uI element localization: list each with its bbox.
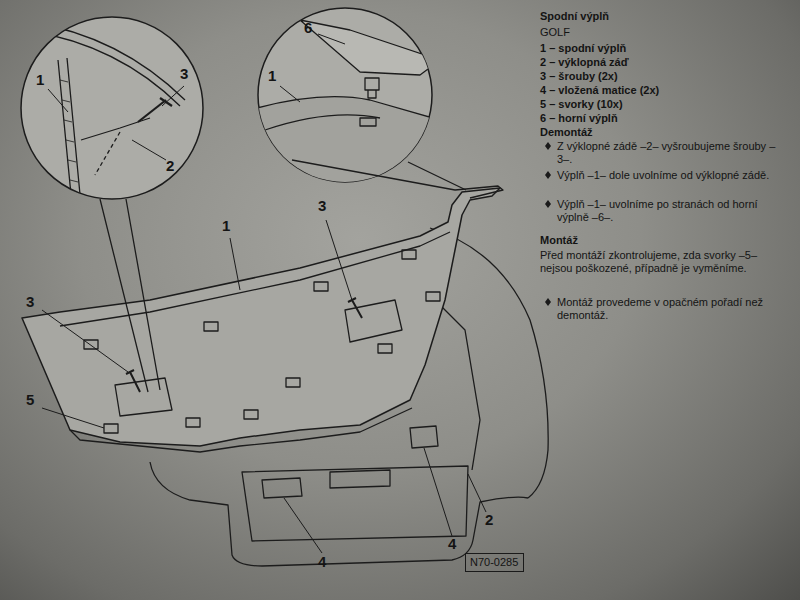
parts-list-item: 4 – vložená matice (2x)	[540, 84, 659, 97]
tailgate-outline	[435, 300, 480, 470]
plate-recess	[242, 466, 468, 541]
model-name: GOLF	[540, 26, 570, 39]
leader-line	[48, 89, 68, 112]
handle-recess	[345, 300, 402, 342]
detail-drawing	[60, 80, 78, 182]
parts-list-item: 2 – výklopná záď	[540, 56, 629, 69]
clip	[244, 410, 258, 419]
detail-drawing	[365, 78, 379, 98]
clip	[286, 378, 300, 387]
detail-drawing	[300, 20, 440, 75]
drawing-number: N70-0285	[470, 556, 519, 569]
bullet	[545, 171, 551, 179]
clip	[402, 250, 416, 259]
parts-list-item: 5 – svorky (10x)	[540, 98, 623, 111]
leader-line	[326, 220, 352, 300]
callout-number: 4	[448, 536, 456, 552]
tailgate-drawing	[21, 8, 548, 566]
parts-list-item: 6 – horní výplň	[540, 112, 618, 125]
detail-drawing	[81, 118, 150, 140]
detail-drawing	[30, 22, 185, 106]
clip	[186, 418, 200, 427]
bullet	[545, 298, 551, 306]
bullet	[545, 142, 551, 306]
callout-number: 1	[268, 68, 276, 84]
parts-list-item: 1 – spodní výplň	[540, 42, 626, 55]
callout-number: 3	[180, 66, 188, 82]
section-heading: Demontáž	[540, 126, 593, 139]
panel-lip	[60, 232, 450, 326]
leader-line	[318, 34, 345, 44]
clip	[426, 292, 440, 301]
detail-drawing	[30, 22, 185, 205]
detail-pointer	[292, 160, 466, 190]
screw	[348, 298, 362, 318]
callout-number: 1	[222, 218, 230, 234]
detail-drawing	[58, 58, 81, 205]
leader-line	[280, 86, 300, 102]
detail-drawing	[360, 118, 376, 126]
bullet	[545, 142, 551, 150]
detail-drawing	[95, 132, 120, 175]
section-heading: Montáž	[540, 234, 578, 247]
callout-number: 2	[166, 158, 174, 174]
instruction-step: Z výklopné zádě –2– vyšroubujeme šrouby …	[557, 140, 789, 166]
bullet	[545, 200, 551, 208]
nut-seat	[410, 426, 438, 448]
callout-number: 2	[485, 512, 493, 528]
detail-drawing	[250, 20, 440, 190]
screw	[126, 370, 140, 392]
leader-line	[42, 408, 104, 428]
detail-drawing	[138, 100, 166, 122]
detail-drawing	[250, 97, 440, 190]
callout-number: 3	[26, 294, 34, 310]
detail-pointer	[100, 199, 160, 392]
clip	[204, 322, 218, 331]
callout-number: 3	[318, 198, 326, 214]
callout-number: 1	[36, 72, 44, 88]
grip-recess	[115, 378, 172, 416]
instruction-step: Výplň –1– dole uvolníme od výklopné zádě…	[557, 169, 789, 182]
parts-list-item: 3 – šrouby (2x)	[540, 70, 618, 83]
leader-line	[230, 238, 240, 290]
clip	[104, 424, 118, 433]
detail-drawing	[265, 115, 380, 130]
instruction-note: Před montáží zkontrolujeme, zda svorky –…	[540, 249, 790, 275]
drawing-number-box: N70-0285	[465, 553, 524, 572]
clip	[378, 344, 392, 353]
clip	[314, 282, 328, 291]
instruction-step: Výplň –1– uvolníme po stranách od horní …	[557, 198, 789, 224]
nut-seat	[262, 478, 302, 498]
callout-number: 4	[318, 554, 326, 570]
clip	[84, 250, 440, 433]
leader-line	[284, 498, 322, 553]
callout-number: 5	[26, 392, 34, 408]
panel-edge	[70, 408, 412, 452]
tailgate-detail	[330, 470, 390, 488]
instruction-step: Montáž provedeme v opačném pořadí než de…	[557, 296, 789, 322]
leader-line	[468, 474, 486, 512]
leader-line	[424, 448, 452, 536]
leader-line	[42, 34, 486, 553]
leader-line	[42, 310, 128, 372]
detail-circle	[21, 17, 203, 199]
leader-line	[132, 140, 166, 160]
leader-line	[162, 86, 184, 106]
tailgate-outline	[150, 462, 528, 566]
callout-number: 6	[304, 20, 312, 36]
trim-panel	[22, 188, 500, 446]
page-title: Spodní výplň	[540, 10, 609, 23]
